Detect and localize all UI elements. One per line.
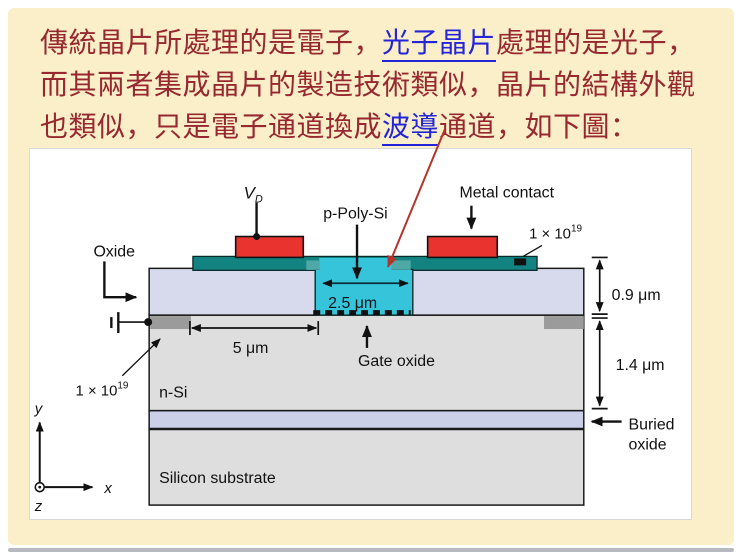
p-poly-si-label: p-Poly-Si — [323, 206, 388, 223]
intro-line-3: 也類似，只是電子通道換成波導通道，如下圖： — [40, 106, 712, 148]
dim-2-5um-label: 2.5 μm — [328, 295, 377, 312]
intro-line-2: 而其兩者集成晶片的製造技術類似，晶片的結構外觀 — [40, 64, 712, 106]
intro-line1-pre: 傳統晶片所處理的是電子， — [40, 26, 383, 59]
vd-label: VD — [244, 184, 263, 206]
doping-label-top: 1 × 1019 — [529, 224, 582, 243]
intro-line-1: 傳統晶片所處理的是電子，光子晶片處理的是光子， — [40, 22, 712, 64]
metal-contact-right — [426, 235, 499, 259]
intro-line3-post: 通道，如下圖： — [439, 110, 639, 143]
rib-step-right — [391, 260, 411, 270]
x-axis-label: x — [103, 481, 112, 497]
doping-top-pointer — [522, 244, 543, 257]
y-axis-label: y — [34, 402, 44, 418]
oxide-label: Oxide — [93, 243, 135, 260]
metal-contact-label: Metal contact — [459, 185, 554, 202]
dim-0-9-label: 0.9 μm — [612, 287, 661, 304]
buried-oxide-label-line1: Buried — [629, 416, 675, 433]
vd-lead-dot — [253, 233, 261, 241]
n-plus-doped-strip-right — [544, 316, 584, 330]
silicon-substrate-layer — [148, 428, 585, 506]
ground-contact-dot — [144, 318, 153, 327]
oxide-block-right — [411, 267, 585, 316]
slide-bottom-edge — [8, 548, 734, 552]
waveguide-rib — [314, 268, 414, 316]
n-plus-doped-strip-left — [150, 316, 191, 330]
photonic-chip-link[interactable]: 光子晶片 — [382, 26, 497, 62]
device-figure-panel: VD Metal contact p-Poly-Si 1 × 1019 Oxid… — [29, 148, 692, 520]
dim-1-4-label: 1.4 μm — [616, 357, 665, 374]
intro-line2-text: 而其兩者集成晶片的製造技術類似，晶片的結構外觀 — [40, 68, 696, 101]
metal-contact-left — [234, 235, 305, 259]
doping-label-left: 1 × 1019 — [76, 381, 129, 400]
buried-oxide-layer — [148, 409, 585, 430]
intro-line1-post: 處理的是光子， — [496, 26, 696, 59]
device-cross-section-svg: VD Metal contact p-Poly-Si 1 × 1019 Oxid… — [34, 184, 675, 515]
silicon-substrate-label: Silicon substrate — [159, 470, 276, 487]
waveguide-link[interactable]: 波導 — [382, 110, 440, 146]
n-si-label: n-Si — [159, 385, 187, 402]
buried-oxide-label-line2: oxide — [629, 436, 667, 453]
intro-line3-pre: 也類似，只是電子通道換成 — [40, 110, 383, 143]
intro-paragraph: 傳統晶片所處理的是電子，光子晶片處理的是光子， 而其兩者集成晶片的製造技術類似，… — [40, 22, 712, 148]
gate-oxide-label: Gate oxide — [358, 353, 435, 370]
z-axis-dot — [38, 485, 42, 489]
rib-step-left — [306, 260, 320, 270]
z-axis-label: z — [34, 499, 43, 515]
oxide-block-left — [148, 267, 316, 316]
waveguide-notch — [319, 257, 392, 271]
doping-left-pointer — [121, 338, 161, 377]
doping-mark — [514, 258, 527, 266]
dim-5um-label: 5 μm — [233, 340, 269, 357]
oxide-arrow — [103, 261, 138, 303]
